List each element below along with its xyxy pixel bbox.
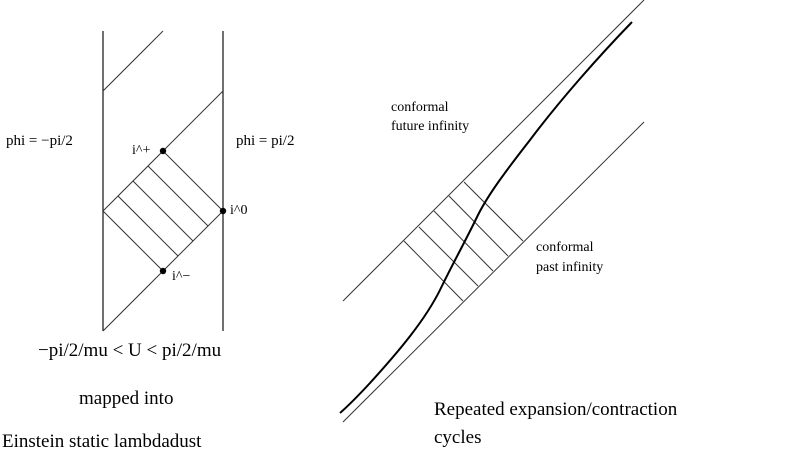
right-boundary-label: phi = pi/2 [236, 133, 295, 149]
cycles-caption-line1: Repeated expansion/contraction [434, 399, 678, 420]
range-caption: −pi/2/mu < U < pi/2/mu [38, 340, 222, 361]
i-zero-point [219, 207, 227, 215]
past-infinity-label-line1: conformal [536, 240, 594, 255]
future-infinity-label-line2: future infinity [391, 119, 470, 134]
cycles-caption-line2: cycles [434, 427, 482, 448]
hatch-line [117, 195, 179, 257]
future-infinity-line [342, 0, 645, 302]
hatch-line [403, 240, 464, 302]
hatch-line [418, 226, 479, 287]
hatch-line [132, 180, 194, 242]
worldline-curve [339, 21, 633, 414]
hatch-line [433, 210, 494, 272]
hatch-line [463, 181, 524, 242]
mapped-caption: mapped into [79, 388, 174, 409]
hatch-line [147, 165, 209, 227]
i-plus-label: i^+ [132, 143, 151, 158]
hatch-line [448, 195, 509, 257]
left-boundary-label: phi = −pi/2 [6, 133, 73, 149]
einstein-static-caption: Einstein static lambdadust [2, 431, 202, 452]
i-zero-label: i^0 [230, 203, 248, 218]
cycles-diagram [339, 0, 645, 423]
i-minus-point [159, 267, 167, 275]
i-minus-label: i^− [172, 269, 191, 284]
einstein-static-diagram [102, 30, 227, 332]
upper-null-line [162, 90, 224, 152]
future-infinity-label-line1: conformal [391, 100, 449, 115]
i-plus-point [159, 147, 167, 155]
top-null-line [102, 30, 164, 92]
lower-null-line [102, 270, 164, 332]
past-infinity-line [342, 121, 645, 423]
past-infinity-label-line2: past infinity [536, 260, 604, 275]
